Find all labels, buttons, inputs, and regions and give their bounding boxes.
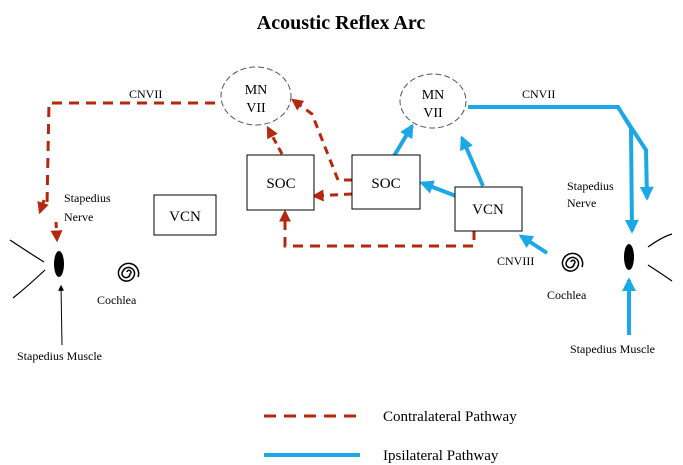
soc-right-to-mn-right-path xyxy=(392,123,414,158)
mn-vii-left-line1: MN xyxy=(245,83,268,98)
stapedius-nerve-left-line2: Nerve xyxy=(64,210,93,224)
cnvii-left-label: CNVII xyxy=(129,87,162,101)
soc-right-node: SOC xyxy=(351,154,421,210)
cochlea-right-label: Cochlea xyxy=(547,288,587,302)
stapedius-muscle-left-label: Stapedius Muscle xyxy=(17,349,102,363)
mn-vii-left-node: MN VII xyxy=(220,66,292,126)
soc-left-node: SOC xyxy=(246,154,315,211)
stapedius-nerve-left-line1: Stapedius xyxy=(64,191,111,205)
vcn-left-node: VCN xyxy=(153,194,217,236)
vcn-left-label: VCN xyxy=(169,209,201,225)
soc-right-label: SOC xyxy=(371,176,400,192)
stapedius-muscle-right-label: Stapedius Muscle xyxy=(570,342,655,356)
cnvii-left-nerve-path xyxy=(45,101,232,206)
left-nerve-arrow-a xyxy=(37,199,49,215)
mn-vii-right-line2: VII xyxy=(423,106,443,121)
diagram-title: Acoustic Reflex Arc xyxy=(257,12,426,34)
cochlea-right-icon xyxy=(561,252,584,272)
legend-ipsilateral-label: Ipsilateral Pathway xyxy=(383,448,499,464)
stapedius-nerve-right-line2: Nerve xyxy=(567,196,596,210)
ipsilateral-pathway xyxy=(392,105,654,335)
mn-vii-left-line2: VII xyxy=(246,101,266,116)
vcn-right-label: VCN xyxy=(472,202,504,218)
soc-right-to-mn-left-path xyxy=(291,98,352,182)
cochlea-left-icon xyxy=(117,262,140,282)
soc-left-to-mn-left-path xyxy=(266,125,284,155)
legend: Contralateral Pathway Ipsilateral Pathwa… xyxy=(264,409,517,464)
vcn-right-node: VCN xyxy=(454,186,523,232)
stapedius-left-icon xyxy=(9,239,65,346)
vcn-to-soc-left-path xyxy=(279,209,476,248)
soc-left-label: SOC xyxy=(266,176,295,192)
soc-right-to-soc-left-path xyxy=(311,189,353,202)
vcn-to-mn-right-path xyxy=(460,135,485,187)
left-nerve-arrow-b xyxy=(50,221,63,243)
mn-vii-right-line1: MN xyxy=(422,88,445,103)
contralateral-pathway xyxy=(37,98,476,248)
legend-contralateral-label: Contralateral Pathway xyxy=(383,409,517,425)
cnviii-label: CNVIII xyxy=(497,254,534,268)
cnvii-right-label: CNVII xyxy=(522,87,555,101)
cnvii-right-branch-path xyxy=(621,113,654,201)
stapedius-right-icon xyxy=(624,233,673,282)
stapedius-nerve-right-line1: Stapedius xyxy=(567,179,614,193)
cochlea-left-label: Cochlea xyxy=(97,293,137,307)
vcn-to-soc-right-path xyxy=(419,180,457,198)
mn-vii-right-node: MN VII xyxy=(399,73,467,129)
cnviii-to-vcn-path xyxy=(518,234,549,255)
